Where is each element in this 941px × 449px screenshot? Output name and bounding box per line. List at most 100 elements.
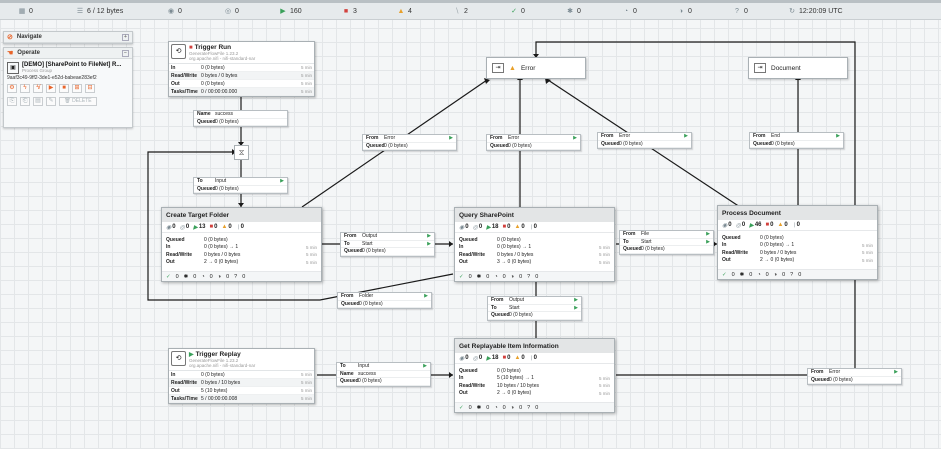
connection-value: 0 (0 bytes) <box>362 248 386 255</box>
upload-template-button[interactable]: ⊟ <box>85 84 95 93</box>
not-transmitting-icon: ◎ <box>224 8 232 15</box>
create-template-button[interactable]: ⊞ <box>72 84 82 93</box>
not-transmitting-icon: ◎ <box>179 224 185 231</box>
processor-trigger-run[interactable]: ⟲ ■Trigger Run GenerateFlowFile 1.23.2 o… <box>168 41 315 97</box>
stat-label: Out <box>459 390 468 397</box>
count: 0 <box>468 404 472 411</box>
status-refresh[interactable]: ↻ 12:20:09 UTC <box>788 6 843 16</box>
group-name: Get Replayable Item Information <box>455 339 614 353</box>
count: 0 <box>782 271 786 278</box>
delete-label: DELETE <box>72 98 92 104</box>
stat-window: 5 min <box>598 390 610 396</box>
output-port-error[interactable]: ⇥ ▲ Error <box>486 57 586 79</box>
stat-window: 5 min <box>305 244 317 250</box>
group-status-counts: ◉0 ◎0 ▶18 ■0 ▲0 ∖0 <box>455 353 614 364</box>
expand-icon[interactable]: + <box>122 33 129 41</box>
not-transmitting-count: ◎0 <box>473 224 483 231</box>
delete-button[interactable]: 🗑 DELETE <box>59 97 97 106</box>
group-name: Query SharePoint <box>455 208 614 222</box>
stopped-icon: ■ <box>502 355 507 361</box>
selected-component: ▣ [DEMO] [SharePoint to FileNet] R... Pr… <box>4 59 132 74</box>
processor-header: ⟲ ■Trigger Run GenerateFlowFile 1.23.2 o… <box>169 42 314 64</box>
connection-key: From <box>811 369 824 376</box>
group-get-replayable-item-information[interactable]: Get Replayable Item Information ◉0 ◎0 ▶1… <box>454 338 615 413</box>
count: 0 <box>185 223 190 230</box>
collapse-icon[interactable]: − <box>122 49 129 57</box>
last-refreshed: 12:20:09 UTC <box>799 7 843 15</box>
configure-button[interactable]: ⚙ <box>7 84 17 93</box>
copy-button[interactable]: ⎘ <box>7 97 17 106</box>
funnel[interactable]: ⧖ <box>234 145 249 160</box>
navigate-title: Navigate <box>16 34 42 40</box>
up-to-date-icon: ✓ <box>511 8 517 15</box>
stop-button[interactable]: ■ <box>59 84 69 93</box>
status-queue: ☰6 / 12 bytes <box>76 6 123 16</box>
disabled-icon: ∖ <box>235 224 240 231</box>
stat-label: Queued <box>459 236 478 243</box>
count: 0 <box>502 273 506 280</box>
disable-button[interactable]: ϟ̸ <box>33 84 43 93</box>
operate-palette: ☚ Operate − ▣ [DEMO] [SharePoint to File… <box>3 47 133 128</box>
connection-key: Queued <box>197 118 216 125</box>
processor-header: ⟲ ▶Trigger Replay GenerateFlowFile 1.23.… <box>169 349 314 371</box>
group-button[interactable]: ▤ <box>33 97 43 106</box>
group-query-sharepoint[interactable]: Query SharePoint ◉0 ◎0 ▶18 ■0 ▲0 ∖0 Queu… <box>454 207 615 282</box>
up-to-date-icon: ✓ <box>166 273 171 280</box>
stat-label: Read/Write <box>166 251 193 258</box>
connection-value: 0 (0 bytes) <box>829 376 853 383</box>
color-button[interactable]: ✎ <box>46 97 56 106</box>
stopped-icon: ■ <box>189 45 193 51</box>
count: 0 <box>209 273 213 280</box>
sync-failure-icon: ? <box>527 273 531 280</box>
warning-icon: ▲ <box>509 64 516 72</box>
navigate-header[interactable]: ⊘ Navigate + <box>4 32 132 43</box>
stopped-icon: ■ <box>343 7 349 15</box>
refresh-icon[interactable]: ↻ <box>789 8 795 15</box>
group-name: Process Document <box>718 206 877 220</box>
port-arrow-icon: ▶ <box>427 233 431 240</box>
locally-modified-icon: ✱ <box>476 404 482 411</box>
stat-value: 0 (0 bytes) <box>497 367 521 374</box>
sync-failure-icon: ? <box>790 271 794 278</box>
running-icon: ▶ <box>193 224 198 231</box>
start-button[interactable]: ▶ <box>46 84 56 93</box>
group-process-document[interactable]: Process Document ◉0 ◎0 ▶46 ■0 ▲0 ∖0 Queu… <box>717 205 878 280</box>
running-icon: ▶ <box>189 352 194 358</box>
operate-header[interactable]: ☚ Operate − <box>4 48 132 59</box>
paste-button[interactable]: ⎗ <box>20 97 30 106</box>
count: 13 <box>198 223 206 230</box>
stat-label: Queued <box>166 236 185 243</box>
count: 18 <box>491 354 499 361</box>
port-arrow-icon: ▶ <box>706 238 710 245</box>
processor-trigger-replay[interactable]: ⟲ ▶Trigger Replay GenerateFlowFile 1.23.… <box>168 348 315 404</box>
connection-key: From <box>344 233 357 240</box>
operate-buttons-row2: ⎘ ⎗ ▤ ✎ 🗑 DELETE <box>4 95 132 108</box>
connection-value: Start <box>362 240 373 247</box>
output-port-document[interactable]: ⇥ Document <box>748 57 848 79</box>
port-arrow-icon: ▶ <box>573 135 577 142</box>
enable-button[interactable]: ϟ <box>20 84 30 93</box>
group-create-target-folder[interactable]: Create Target Folder ◉0 ◎0 ▶13 ■0 ▲0 ∖0 … <box>161 207 322 282</box>
